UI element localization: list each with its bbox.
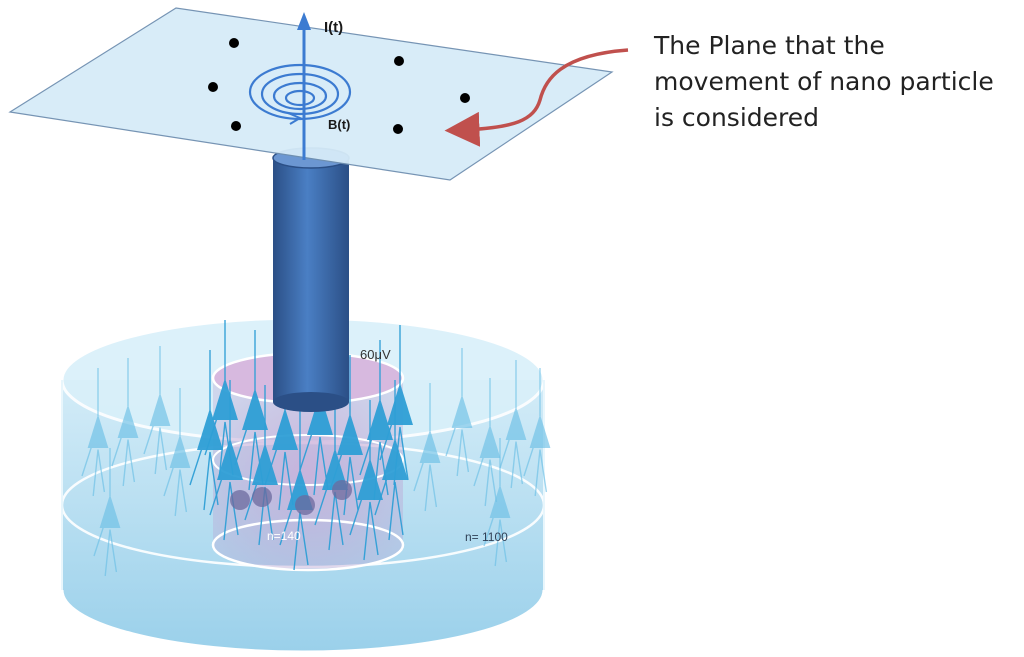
callout-line-3: is considered bbox=[654, 103, 820, 132]
neuron bbox=[209, 380, 243, 541]
current-arrow bbox=[297, 12, 311, 160]
neuron bbox=[204, 320, 238, 481]
neuron-soma bbox=[332, 480, 352, 500]
neuron bbox=[234, 330, 268, 491]
nanoparticle bbox=[393, 124, 403, 134]
nanoparticle bbox=[394, 56, 404, 66]
neuron bbox=[93, 448, 121, 577]
nanoparticles bbox=[208, 38, 470, 134]
neuron bbox=[359, 340, 393, 501]
callout-arrow bbox=[444, 48, 629, 147]
neuron-soma bbox=[230, 490, 250, 510]
neuron bbox=[314, 390, 348, 551]
neuron bbox=[499, 360, 527, 489]
outer-count-label: n= 1100 bbox=[465, 530, 508, 544]
magnetic-field-rings bbox=[248, 63, 352, 125]
nanoparticle bbox=[231, 121, 241, 131]
neuron bbox=[374, 380, 408, 541]
neuron bbox=[349, 400, 383, 561]
electrode bbox=[272, 147, 350, 412]
field-label: B(t) bbox=[328, 117, 350, 132]
neuron bbox=[189, 350, 223, 511]
neuron bbox=[445, 348, 473, 477]
neuron bbox=[244, 385, 278, 546]
neuron-soma bbox=[295, 495, 315, 515]
neuron bbox=[523, 368, 551, 497]
neuron bbox=[81, 368, 109, 497]
neuron bbox=[483, 438, 511, 567]
nanoparticle bbox=[460, 93, 470, 103]
callout-line-1: The Plane that the bbox=[654, 31, 885, 60]
neuron bbox=[143, 346, 171, 475]
nanoparticle bbox=[208, 82, 218, 92]
neuron-soma bbox=[252, 487, 272, 507]
plane-callout: The Plane that the movement of nano part… bbox=[654, 28, 1020, 136]
nanoparticle bbox=[229, 38, 239, 48]
inner-count-label: n=140 bbox=[267, 529, 301, 543]
callout-line-2: movement of nano particle bbox=[654, 67, 994, 96]
voltage-label: 60μV bbox=[360, 347, 391, 362]
neuron bbox=[111, 358, 139, 487]
neuron bbox=[163, 388, 191, 517]
neuron bbox=[413, 383, 441, 512]
current-label: I(t) bbox=[324, 19, 343, 36]
neuron bbox=[473, 378, 501, 507]
